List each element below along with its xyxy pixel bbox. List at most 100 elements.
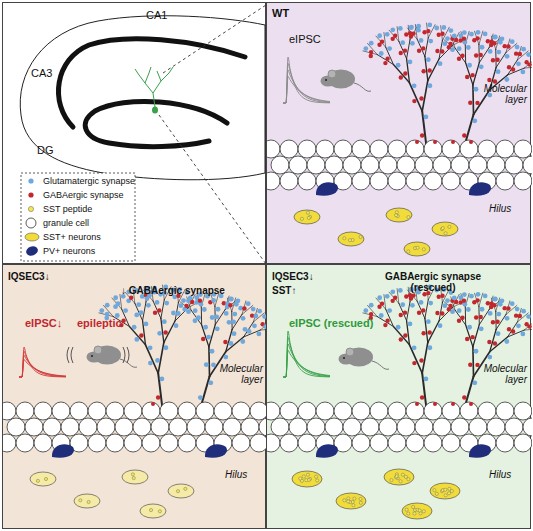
gabaergic-synapse bbox=[419, 358, 423, 362]
gabaergic-synapse bbox=[399, 75, 403, 79]
glutamatergic-synapse bbox=[148, 345, 153, 350]
glutamatergic-synapse bbox=[210, 349, 215, 354]
granule-cell bbox=[7, 418, 25, 436]
glutamatergic-synapse bbox=[246, 301, 251, 306]
seizure-mark bbox=[127, 347, 129, 363]
granule-cell bbox=[280, 402, 298, 420]
panel-label: Molecular layer bbox=[473, 363, 527, 385]
granule-cell bbox=[250, 402, 267, 420]
glutamatergic-synapse bbox=[428, 301, 433, 306]
glutamatergic-synapse bbox=[469, 32, 474, 37]
gabaergic-synapse bbox=[511, 329, 515, 333]
gabaergic-synapse bbox=[383, 323, 387, 327]
sst-neuron bbox=[386, 208, 412, 222]
glutamatergic-synapse bbox=[520, 331, 525, 336]
granule-cell bbox=[406, 402, 424, 420]
legend-label: PV+ neurons bbox=[43, 246, 95, 256]
gabaergic-synapse bbox=[393, 34, 397, 38]
glutamatergic-synapse bbox=[174, 323, 179, 328]
sst-peptide bbox=[184, 487, 187, 490]
legend: Glutamatergic synapseGABAergic synapseSS… bbox=[24, 174, 135, 258]
glutamatergic-synapse bbox=[483, 294, 488, 299]
glutamatergic-synapse bbox=[223, 355, 228, 360]
legend-entry: PV+ neurons bbox=[24, 244, 135, 258]
sst-peptide bbox=[444, 494, 447, 497]
glutamatergic-synapse bbox=[424, 376, 429, 381]
glutamatergic-synapse bbox=[377, 33, 382, 38]
gabaergic-synapse bbox=[417, 49, 421, 53]
granule-cell bbox=[442, 402, 460, 420]
gabaergic-synapse bbox=[421, 331, 425, 335]
glutamatergic-synapse bbox=[408, 322, 413, 327]
glutamatergic-synapse bbox=[164, 345, 169, 350]
glutamatergic-synapse bbox=[427, 23, 432, 28]
eipsc-trace bbox=[283, 350, 330, 377]
dendrite bbox=[226, 337, 244, 352]
glutamatergic-synapse bbox=[474, 349, 479, 354]
panel-label: Molecular layer bbox=[209, 363, 263, 385]
glutamatergic-synapse bbox=[229, 341, 234, 346]
glutamatergic-synapse bbox=[390, 289, 395, 294]
gabaergic-synapse bbox=[426, 29, 430, 33]
sst-neuron bbox=[404, 242, 430, 256]
dendrite bbox=[479, 48, 489, 63]
sst-peptide bbox=[347, 500, 350, 503]
glutamatergic-synapse bbox=[521, 309, 526, 314]
gabaergic-synapse bbox=[399, 313, 403, 317]
glutamatergic-synapse bbox=[229, 296, 234, 301]
dendrite bbox=[242, 301, 246, 315]
glutamatergic-synapse bbox=[232, 312, 237, 317]
granule-cell bbox=[115, 418, 133, 436]
panel-label: DG bbox=[37, 144, 54, 156]
granule-cell bbox=[424, 402, 442, 420]
sst-peptide bbox=[418, 509, 421, 512]
granule-cell bbox=[280, 172, 298, 190]
gabaergic-synapse bbox=[385, 57, 389, 61]
glutamatergic-synapse bbox=[472, 118, 477, 123]
eipsc-trace bbox=[19, 347, 66, 377]
granule-cell bbox=[487, 418, 505, 436]
granule-cell bbox=[250, 434, 267, 452]
granule-cell bbox=[142, 434, 160, 452]
gabaergic-synapse bbox=[419, 96, 423, 100]
glutamatergic-synapse bbox=[510, 39, 515, 44]
sst-peptide bbox=[407, 250, 410, 253]
gabaergic-synapse bbox=[369, 50, 373, 54]
gabaergic-synapse bbox=[451, 402, 455, 406]
glutamatergic-synapse bbox=[496, 331, 501, 336]
granule-cell bbox=[343, 418, 361, 436]
sst-peptide bbox=[399, 480, 402, 483]
legend-label: granule cell bbox=[43, 218, 89, 228]
gabaergic-synapse bbox=[451, 140, 455, 144]
granule-cell bbox=[514, 140, 532, 158]
glutamatergic-synapse bbox=[410, 303, 415, 308]
glutamatergic-synapse bbox=[496, 50, 501, 55]
gabaergic-synapse bbox=[511, 67, 515, 71]
dendrite bbox=[496, 52, 506, 67]
glutamatergic-synapse bbox=[396, 63, 401, 68]
gabaergic-synapse bbox=[457, 57, 461, 61]
granule-cell bbox=[34, 434, 52, 452]
legend-entry: granule cell bbox=[24, 216, 135, 230]
glutamatergic-synapse bbox=[224, 311, 229, 316]
granule-cell bbox=[370, 172, 388, 190]
glutamatergic-synapse bbox=[442, 41, 447, 46]
sst-peptide bbox=[306, 473, 309, 476]
dendrite bbox=[363, 313, 377, 317]
dendrite bbox=[425, 38, 428, 57]
gabaergic-synapse bbox=[415, 402, 419, 406]
glutamatergic-synapse bbox=[155, 358, 160, 363]
granule-cell bbox=[487, 156, 505, 174]
gabaergic-synapse bbox=[518, 52, 522, 56]
gabaergic-synapse bbox=[393, 296, 397, 300]
sst-peptide bbox=[395, 475, 398, 478]
glutamatergic-synapse bbox=[162, 319, 167, 324]
gabaergic-synapse bbox=[156, 395, 160, 399]
mouse-icon bbox=[321, 70, 372, 92]
glutamatergic-synapse bbox=[387, 46, 392, 51]
granule-cell bbox=[361, 156, 379, 174]
sst-peptide bbox=[306, 211, 309, 214]
gabaergic-synapse bbox=[411, 31, 415, 35]
gabaergic-synapse bbox=[440, 293, 444, 297]
glutamatergic-synapse bbox=[228, 297, 233, 302]
